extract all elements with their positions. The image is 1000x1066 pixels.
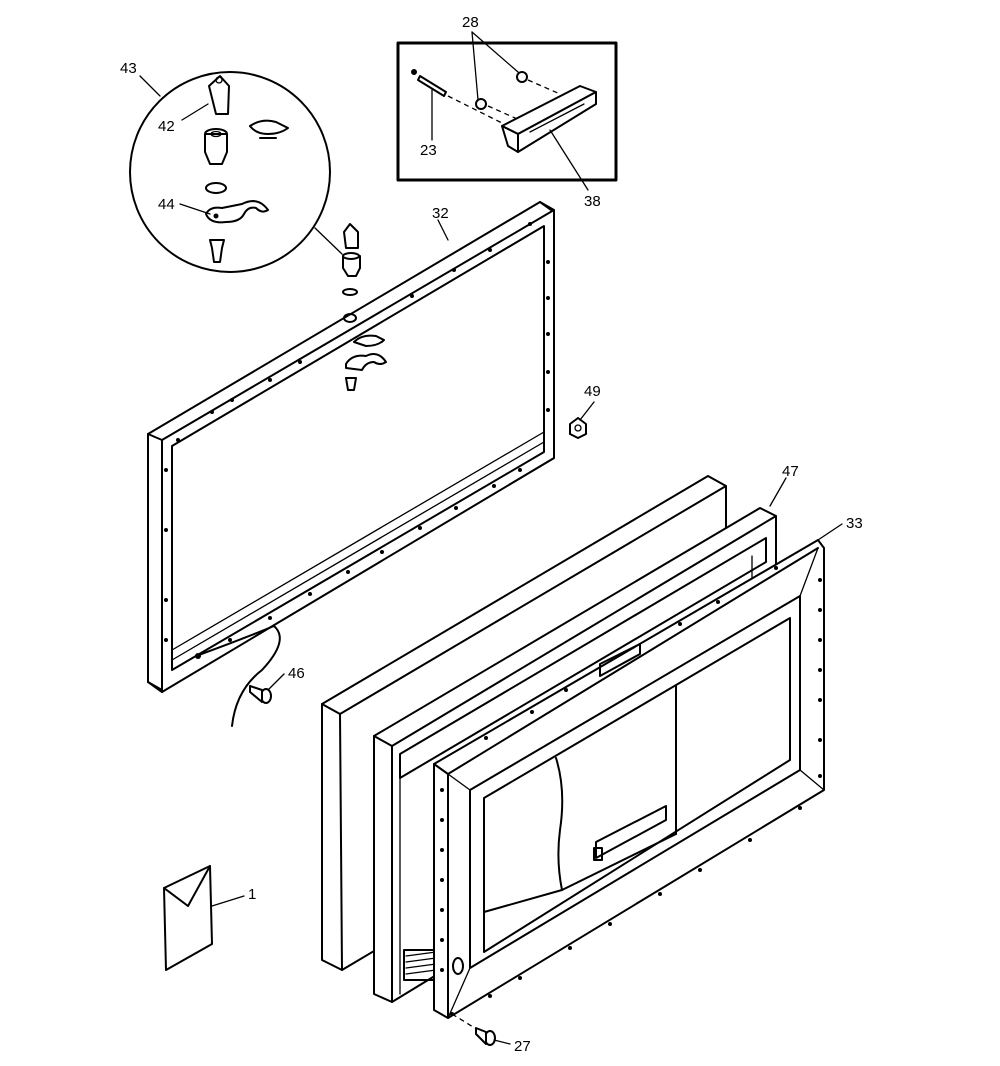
callout-28: 28 bbox=[462, 14, 479, 31]
part-1-envelope bbox=[163, 865, 213, 971]
lock-assembly-detail-circle bbox=[129, 71, 331, 273]
callout-49: 49 bbox=[584, 383, 601, 400]
callout-46: 46 bbox=[288, 665, 305, 682]
hinge-detail-box bbox=[396, 41, 618, 182]
callout-23: 23 bbox=[420, 142, 437, 159]
callout-44: 44 bbox=[158, 196, 175, 213]
lock-washer-ring bbox=[205, 182, 227, 194]
lock-retaining-clip bbox=[249, 119, 289, 139]
part-46-screw bbox=[249, 685, 272, 704]
callout-1: 1 bbox=[248, 886, 256, 903]
liner-screw-holes bbox=[440, 566, 822, 1016]
hinge-nut-part bbox=[475, 98, 487, 110]
part-49-nut bbox=[569, 417, 587, 439]
lock-screw-part bbox=[209, 239, 225, 263]
callout-27: 27 bbox=[514, 1038, 531, 1055]
callout-32: 32 bbox=[432, 205, 449, 222]
door-frame-part bbox=[147, 201, 555, 727]
callout-leaders bbox=[139, 31, 843, 1045]
lock-key-part bbox=[208, 75, 230, 115]
lock-parts-exploded bbox=[342, 223, 387, 391]
lock-cylinder-part bbox=[204, 128, 228, 165]
hinge-bar-part bbox=[501, 85, 597, 153]
part-27-screw bbox=[451, 1013, 496, 1046]
callout-33: 33 bbox=[846, 515, 863, 532]
frame-cord bbox=[195, 625, 281, 727]
gasket-vent-lines bbox=[405, 951, 437, 975]
callout-47: 47 bbox=[782, 463, 799, 480]
callout-42: 42 bbox=[158, 118, 175, 135]
hinge-pin-part bbox=[417, 75, 447, 97]
frame-screw-holes bbox=[164, 222, 550, 642]
callout-38: 38 bbox=[584, 193, 601, 210]
callout-43: 43 bbox=[120, 60, 137, 77]
lock-latch-part bbox=[205, 200, 269, 224]
detail-leader-line bbox=[314, 227, 343, 255]
hinge-nut-part bbox=[516, 71, 528, 83]
callout-labels: 43 42 44 28 23 38 32 49 47 33 46 1 27 bbox=[120, 14, 863, 1055]
